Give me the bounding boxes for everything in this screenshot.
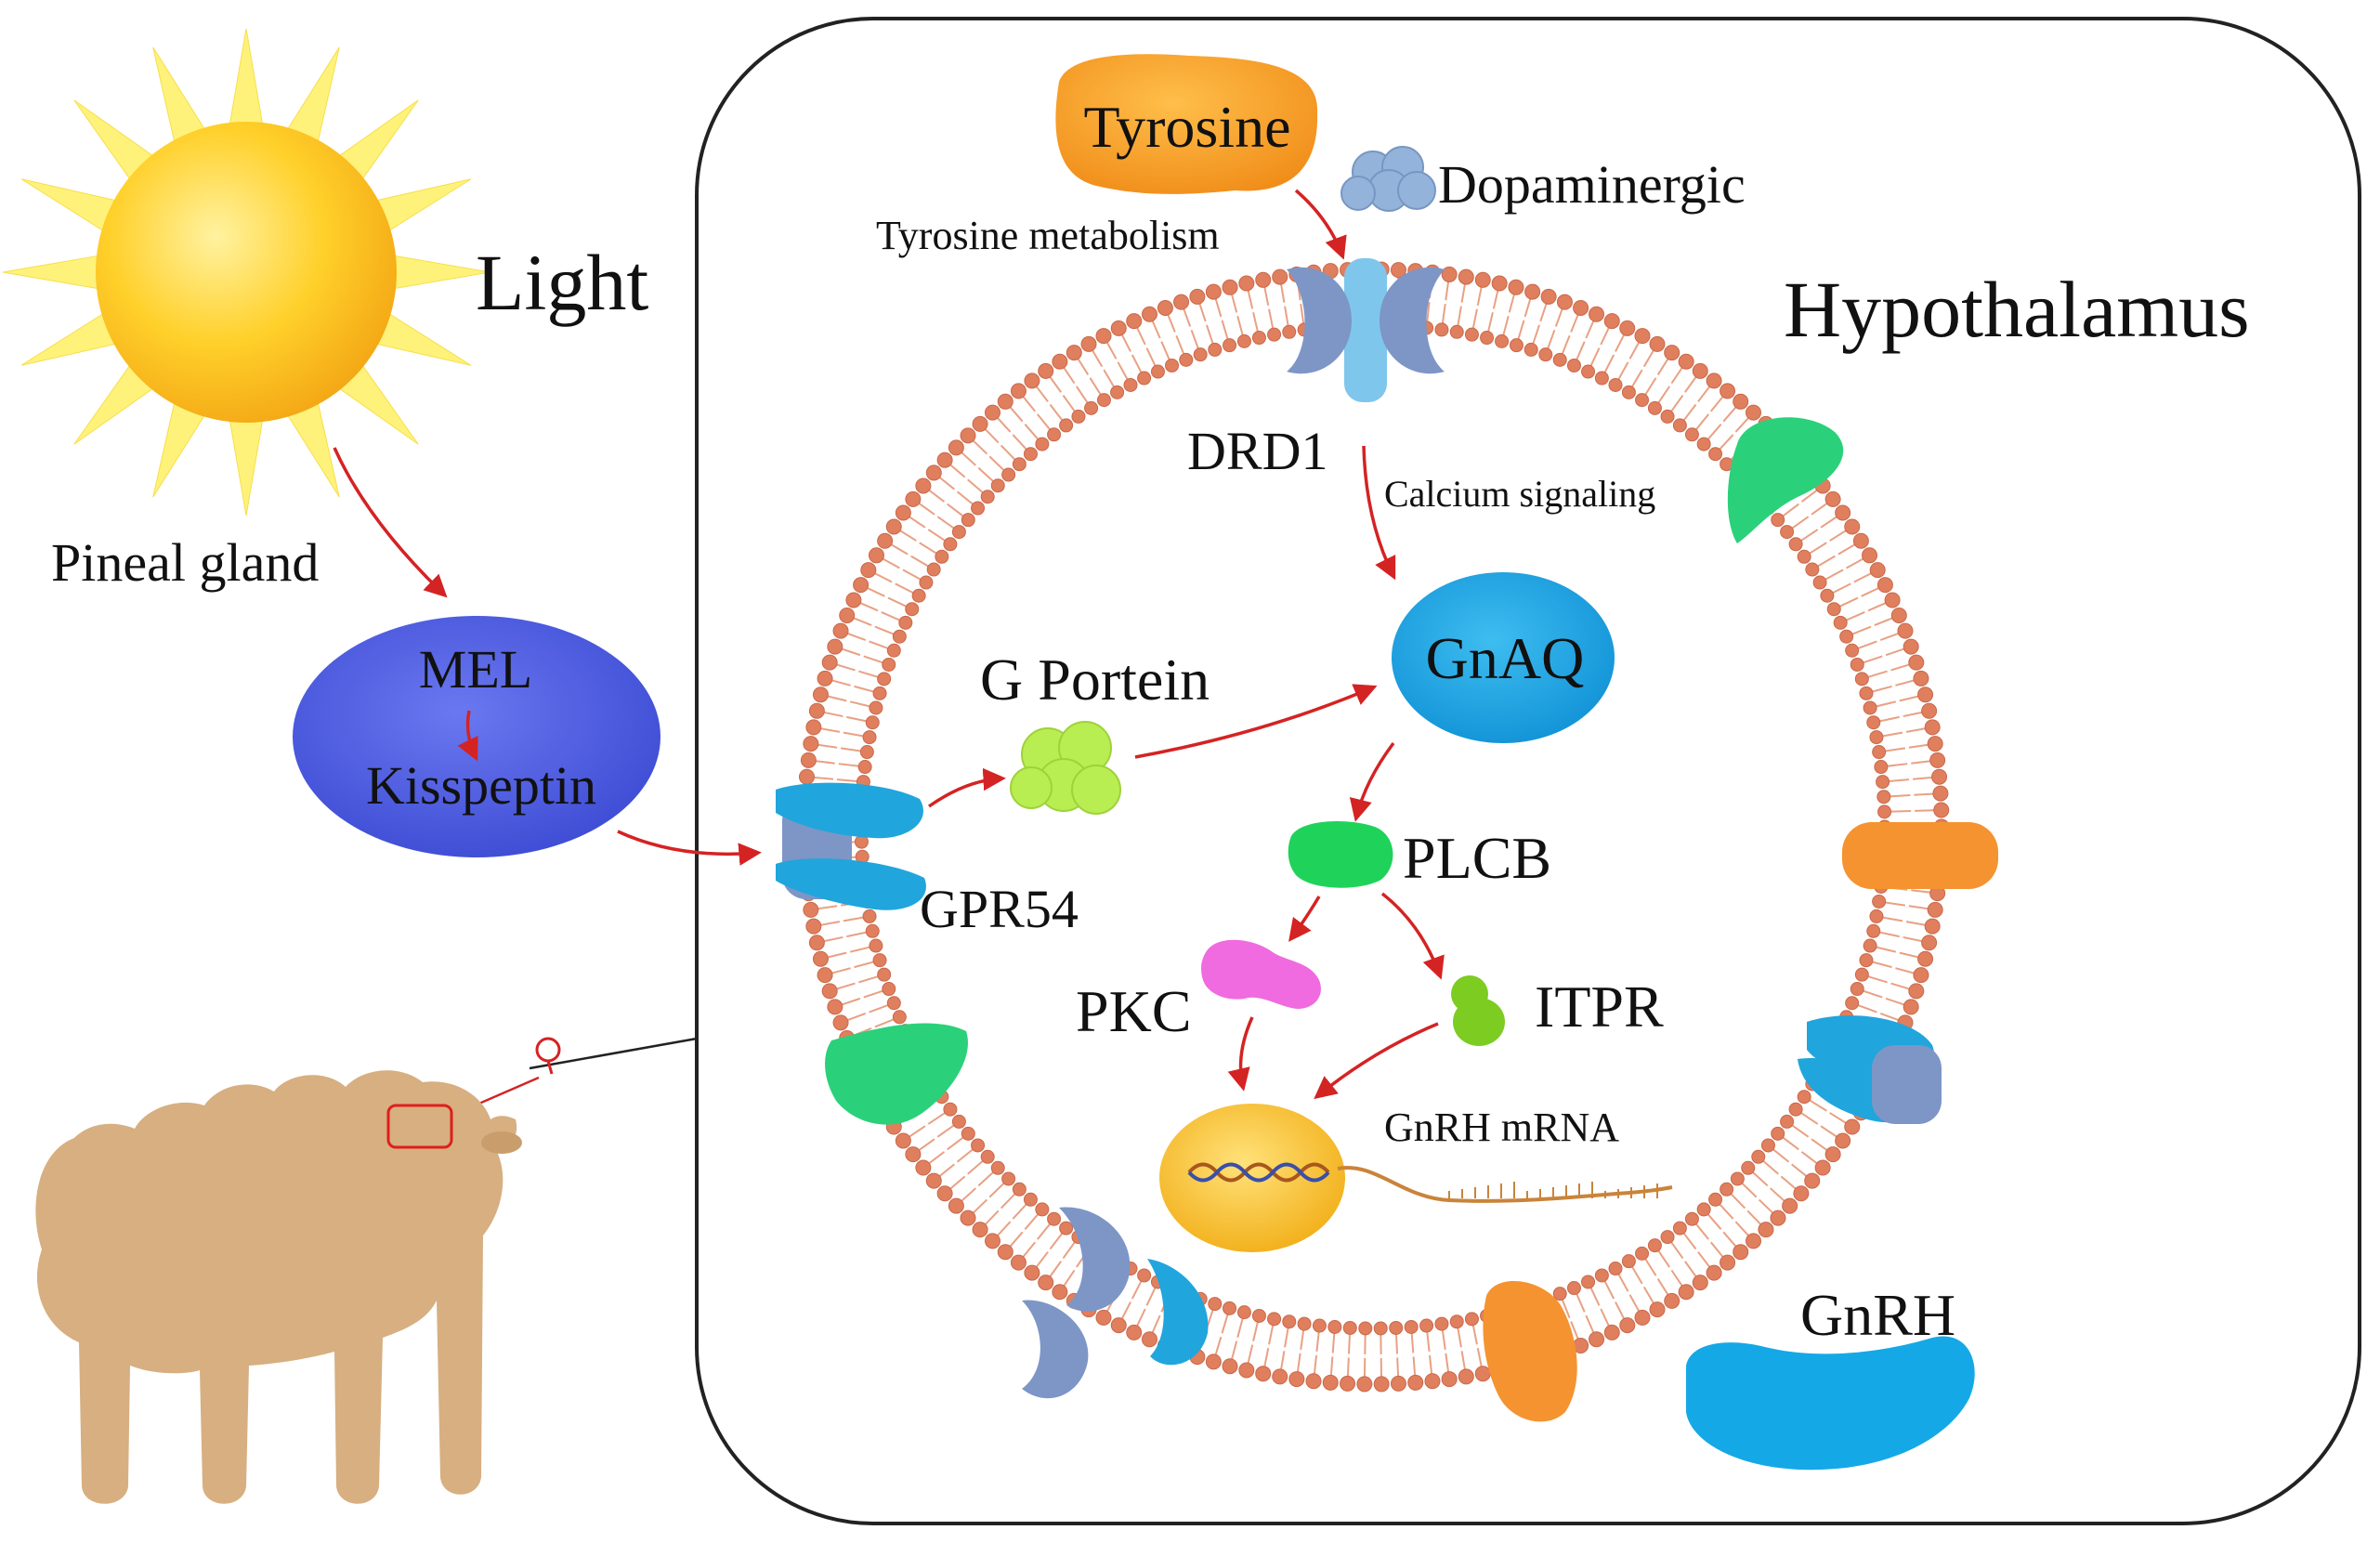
sheep-brain-highlight: [386, 1104, 453, 1149]
itpr-blob-icon: [1451, 975, 1505, 1046]
dopaminergic-cluster-icon: [1340, 146, 1436, 212]
arrow-itpr-to-nucleus: [1314, 1022, 1439, 1100]
membrane-receptor-bottom-left-icon: [1022, 1207, 1209, 1399]
mrna-ticks: [1448, 1182, 1658, 1198]
g-protein-label: G Portein: [980, 647, 1210, 713]
gnrh-blob: [1686, 1336, 1975, 1471]
gpr54-label: GPR54: [920, 879, 1079, 939]
arrow-plcb-to-pkc: [1288, 896, 1321, 942]
sheep-icon: [35, 1070, 522, 1504]
pineal-gland-label: Pineal gland: [51, 532, 319, 593]
kisspeptin-label: Kisspeptin: [366, 755, 596, 816]
arrow-plcb-to-itpr: [1380, 892, 1445, 980]
membrane-protein-orange-right: [1842, 822, 1998, 889]
gnrh-mrna-label: GnRH mRNA: [1384, 1105, 1619, 1150]
sun-icon: [2, 28, 490, 517]
gnaq-label: GnAQ: [1426, 625, 1585, 691]
plcb-label: PLCB: [1403, 825, 1551, 891]
zoom-connector-line: [529, 1037, 698, 1070]
tyrosine-blob: [1055, 54, 1318, 194]
gnrh-label: GnRH: [1800, 1282, 1955, 1348]
magnifier-icon: [535, 1037, 561, 1075]
arrow-pkc-to-nucleus: [1227, 1016, 1254, 1092]
dna-helix-icon: [1187, 1162, 1330, 1183]
arrow-mel-to-kisspeptin: [457, 710, 478, 762]
mrna-strand: [1337, 1165, 1673, 1203]
pkc-label: PKC: [1076, 978, 1192, 1044]
arrow-tyrosine-to-drd1: [1294, 189, 1347, 260]
arrow-gpr54-to-gprotein: [927, 767, 1006, 808]
hypothalamus-label: Hypothalamus: [1784, 265, 2250, 354]
membrane-receptor-right-icon: [1798, 1015, 1942, 1124]
membrane-protein-green-left: [825, 1023, 968, 1125]
g-protein-cluster-icon: [1010, 721, 1121, 815]
gpr54-receptor-icon: [776, 782, 926, 910]
arrow-gprotein-to-gnaq: [1134, 684, 1378, 759]
arrow-drd1-to-gnaq: [1362, 445, 1396, 581]
itpr-label: ITPR: [1535, 974, 1664, 1040]
membrane-protein-orange-bottom: [1483, 1280, 1577, 1422]
gnaq-ellipse: [1392, 572, 1615, 743]
dopaminergic-label: Dopaminergic: [1438, 154, 1746, 215]
arrow-kisspeptin-to-gpr54: [617, 830, 762, 866]
tyrosine-metabolism-label: Tyrosine metabolism: [876, 213, 1220, 258]
hypothalamus-frame: [695, 17, 2361, 1525]
calcium-signaling-label: Calcium signaling: [1384, 473, 1655, 515]
pkc-blob: [1201, 939, 1321, 1009]
mel-label: MEL: [419, 639, 532, 700]
arrow-sun-to-mel: [333, 447, 448, 598]
plcb-blob: [1288, 821, 1393, 888]
membrane-protein-green-top-right: [1727, 417, 1844, 543]
drd1-label: DRD1: [1187, 421, 1327, 481]
drd1-receptor-icon: [1287, 258, 1445, 402]
arrow-gnaq-to-plcb: [1349, 741, 1395, 822]
tyrosine-label: Tyrosine: [1083, 94, 1290, 160]
light-label: Light: [476, 238, 648, 327]
